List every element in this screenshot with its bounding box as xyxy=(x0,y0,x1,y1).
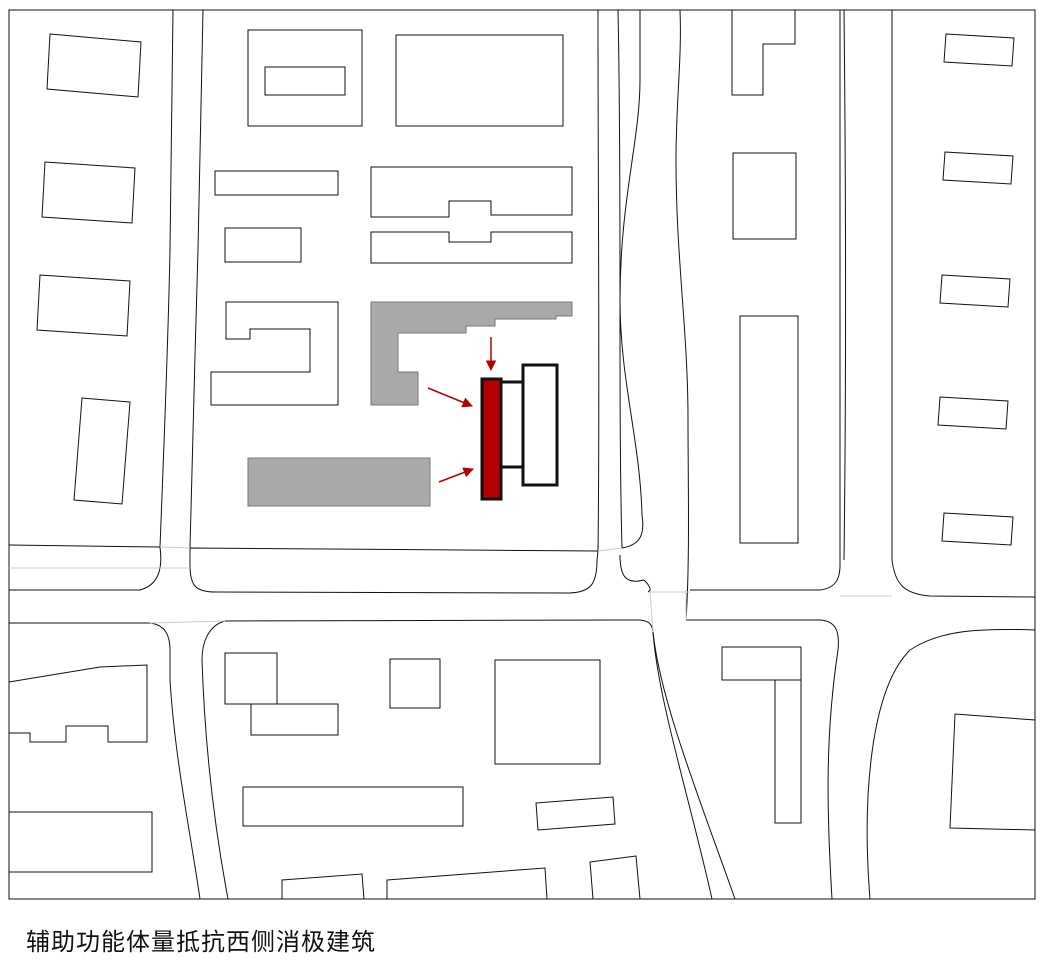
connector xyxy=(498,380,525,469)
building xyxy=(370,166,573,218)
main-road-upper-edge-east-left xyxy=(619,10,644,549)
building xyxy=(214,170,339,196)
building xyxy=(774,679,802,824)
building xyxy=(36,274,131,337)
west-road-right-edge xyxy=(189,9,204,549)
building xyxy=(389,658,441,709)
road-network xyxy=(8,9,1036,900)
east-inner-road-edge xyxy=(843,9,846,561)
arrow-from-southwest xyxy=(438,467,474,483)
building xyxy=(242,786,464,827)
building-footprints xyxy=(8,9,1036,900)
site-plan-diagram xyxy=(8,9,1036,900)
building xyxy=(589,855,641,900)
arrow-from-west xyxy=(427,387,473,408)
building xyxy=(732,152,797,240)
building xyxy=(8,811,153,873)
main-road-lower-edge-far-east xyxy=(866,628,1036,900)
central-road-right-edge xyxy=(617,9,623,549)
winding-road-inner xyxy=(675,9,689,621)
building xyxy=(395,34,564,127)
building xyxy=(941,512,1014,546)
building xyxy=(281,873,365,900)
main-road-east-block-edge xyxy=(619,554,645,582)
building xyxy=(370,231,573,264)
building xyxy=(210,301,339,406)
far-east-block-edge xyxy=(891,10,1036,598)
main-road-lower-edge-central xyxy=(224,619,713,900)
building xyxy=(535,796,616,831)
winding-road-edge xyxy=(652,631,736,900)
negative-building-slab xyxy=(247,457,431,507)
main-road-lower-edge-east xyxy=(686,619,839,900)
building xyxy=(224,227,302,263)
main-volume xyxy=(521,363,559,487)
east-block-road-edge xyxy=(690,10,841,591)
west-road-left-edge xyxy=(159,9,174,548)
building xyxy=(731,9,796,96)
building xyxy=(264,66,346,96)
building xyxy=(721,646,802,681)
building xyxy=(41,161,136,224)
main-road-east-upper xyxy=(643,579,651,593)
negative-buildings xyxy=(247,301,573,507)
building xyxy=(942,151,1014,185)
building xyxy=(386,867,548,900)
negative-building-l-shaped xyxy=(370,301,573,406)
building xyxy=(250,703,339,736)
main-road-lower-edge-west xyxy=(9,622,201,900)
diagram-caption: 辅助功能体量抵抗西侧消极建筑 xyxy=(26,928,376,956)
central-road-left-edge xyxy=(597,9,600,552)
building xyxy=(8,664,148,743)
building xyxy=(46,33,142,98)
building xyxy=(943,33,1015,67)
building xyxy=(937,396,1009,430)
building xyxy=(73,397,131,505)
building xyxy=(939,274,1011,308)
building xyxy=(739,315,799,544)
road-seams xyxy=(9,546,892,633)
building xyxy=(224,652,278,705)
arrows xyxy=(427,337,497,483)
building xyxy=(949,713,1036,831)
main-road-upper-edge-central xyxy=(189,547,599,594)
lower-central-block-west-edge xyxy=(201,620,229,900)
auxiliary-volume xyxy=(480,377,503,501)
building xyxy=(494,659,601,765)
project-building xyxy=(480,363,559,501)
